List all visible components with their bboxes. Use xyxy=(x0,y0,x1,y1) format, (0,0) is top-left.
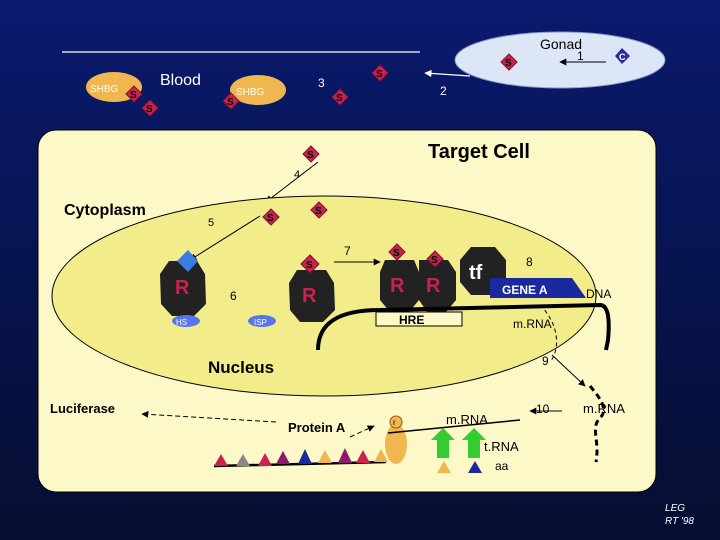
amino-acid-triangle-icon xyxy=(236,454,250,466)
amino-acid-triangle-icon xyxy=(468,461,482,473)
receptor-label: R xyxy=(302,285,317,307)
s-label: S xyxy=(227,97,234,108)
ribosome-small-subunit xyxy=(389,415,403,429)
hsp-label: HS xyxy=(176,318,187,327)
s-label: S xyxy=(146,104,153,115)
step-3-number: 3 xyxy=(318,76,325,90)
s-label: S xyxy=(307,150,314,161)
c-label: C xyxy=(619,52,626,62)
ribosome xyxy=(385,424,407,464)
s-label: S xyxy=(431,255,438,266)
mrna-line xyxy=(387,419,521,434)
step-1-number: 1 xyxy=(577,49,584,63)
ribosome-label: r xyxy=(393,418,396,427)
receptor-dimer-right xyxy=(419,260,456,312)
credit-line: RT '98 xyxy=(665,516,694,527)
step-2-number: 2 xyxy=(440,84,447,98)
heat-shock-protein xyxy=(172,315,200,327)
step-9-number: 9 xyxy=(542,354,549,368)
credit-line: LEG xyxy=(665,503,686,514)
step-8-number: 8 xyxy=(526,255,533,269)
shbg-protein xyxy=(230,75,286,105)
receptor-unbound xyxy=(160,261,206,316)
receptor-binding-site-icon xyxy=(177,250,198,272)
amino-acid-triangle-icon xyxy=(318,450,332,463)
step-9-arrow xyxy=(551,354,586,387)
gonad-label: Gonad xyxy=(540,36,582,52)
s-label: S xyxy=(306,260,313,271)
amino-acid-triangle-icon xyxy=(356,450,370,463)
receptor-bound xyxy=(289,270,335,322)
receptor-label: R xyxy=(390,275,405,297)
s-label: S xyxy=(376,69,383,80)
trna-arrow-icon xyxy=(462,428,486,458)
s-label: S xyxy=(315,206,322,217)
gene-a-label: GENE A xyxy=(502,283,548,297)
blood-label: Blood xyxy=(160,72,201,89)
mrna-nuclear-label: m.RNA xyxy=(513,317,552,331)
protein-arrow xyxy=(349,425,375,438)
gene-a-box xyxy=(490,278,586,298)
step-7-number: 7 xyxy=(344,244,351,258)
amino-acid-triangle-icon xyxy=(298,449,312,464)
mrna-cyto-label: m.RNA xyxy=(446,412,488,427)
cholesterol-diamond-icon xyxy=(615,48,630,64)
step-2-arrow xyxy=(424,69,471,78)
dna-strand xyxy=(316,302,611,351)
amino-acid-triangle-icon xyxy=(374,449,388,462)
s-label: S xyxy=(336,93,343,104)
step-4-arrow xyxy=(265,161,319,203)
isp-protein xyxy=(248,315,276,327)
isp-label: ISP xyxy=(254,318,267,327)
luciferase-label: Luciferase xyxy=(50,401,115,416)
nucleus-label: Nucleus xyxy=(208,358,274,377)
amino-acid-triangle-icon xyxy=(437,461,451,473)
receptor-dimer-left xyxy=(380,260,419,312)
step-5-number: 5 xyxy=(208,217,214,229)
s-label: S xyxy=(267,213,274,224)
protein-a-label: Protein A xyxy=(288,420,346,435)
step-5-arrow xyxy=(189,215,261,261)
step-10-number: 10 xyxy=(536,402,550,416)
luciferase-arrow xyxy=(141,410,277,423)
s-label: S xyxy=(505,58,512,69)
cytoplasm-label: Cytoplasm xyxy=(64,202,146,219)
step-4-number: 4 xyxy=(294,169,300,181)
trna-arrow-icon xyxy=(431,428,455,458)
shbg-label: SHBG xyxy=(236,87,265,98)
s-label: S xyxy=(393,248,400,259)
shbg-label: SHBG xyxy=(90,84,119,95)
tf-label: tf xyxy=(469,262,483,284)
mrna-right-label: m.RNA xyxy=(583,401,625,416)
trna-label: t.RNA xyxy=(484,439,519,454)
receptor-label: R xyxy=(175,277,190,299)
step-6-number: 6 xyxy=(230,289,237,303)
hre-label: HRE xyxy=(399,313,424,327)
author-credit: LEG RT '98 xyxy=(665,502,694,528)
hre-box xyxy=(375,311,463,327)
aa-label: aa xyxy=(495,459,509,473)
amino-acid-triangle-icon xyxy=(258,453,272,466)
s-label: S xyxy=(130,90,137,101)
receptor-label: R xyxy=(426,275,441,297)
amino-acid-triangle-icon xyxy=(338,448,352,463)
dna-label: DNA xyxy=(586,287,611,301)
target-cell-label: Target Cell xyxy=(428,141,530,163)
amino-acid-triangle-icon xyxy=(214,454,228,466)
mrna-transcript xyxy=(539,304,558,363)
mrna-exported xyxy=(588,385,606,463)
amino-acid-triangle-icon xyxy=(276,451,290,464)
